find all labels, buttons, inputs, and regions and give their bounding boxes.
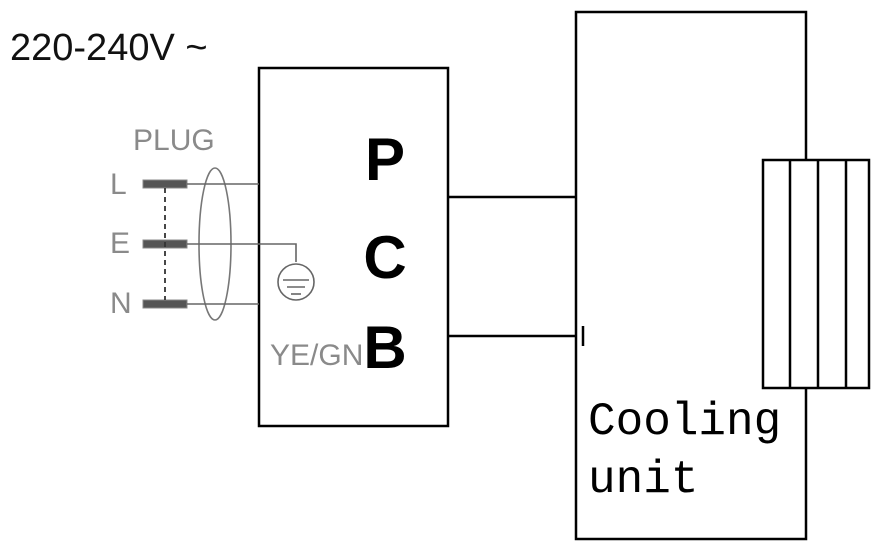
- terminal-e-label: E: [110, 227, 130, 260]
- terminal-l-pin: [142, 179, 188, 189]
- earth-wire: [187, 243, 297, 262]
- terminal-n-pin: [142, 299, 188, 309]
- heat-exchanger-fins: [761, 158, 871, 390]
- pcb-letter-b: B: [363, 314, 406, 381]
- plug-label: PLUG: [133, 124, 215, 157]
- terminal-l-label: L: [110, 168, 127, 201]
- earth-symbol: [277, 263, 315, 301]
- earth-wire-label: YE/GN: [270, 339, 363, 372]
- cooling-unit-label-line1: Cooling: [588, 396, 781, 448]
- terminal-n-label: N: [110, 287, 132, 320]
- pcb-letter-p: P: [365, 126, 405, 193]
- pcb-letter-c: C: [363, 224, 406, 291]
- cooling-unit-label-line2: unit: [588, 454, 698, 506]
- supply-voltage-label: 220-240V ~: [10, 27, 208, 69]
- pcb-box: [257, 66, 450, 428]
